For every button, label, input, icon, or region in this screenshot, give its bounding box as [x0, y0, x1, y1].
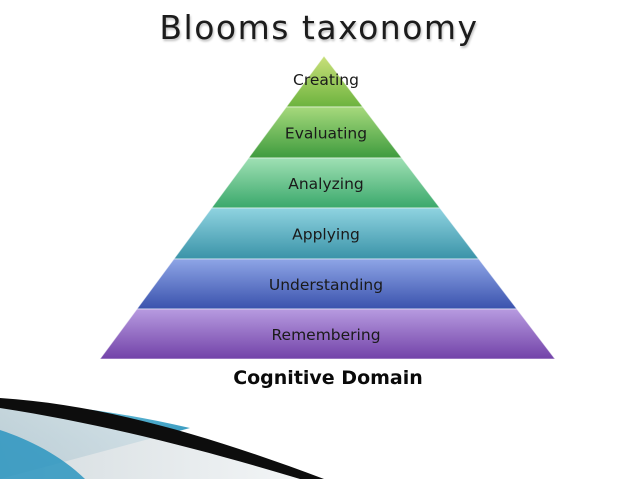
pyramid-label-applying: Applying: [292, 226, 360, 244]
pyramid-label-understanding: Understanding: [269, 276, 383, 294]
dark-swoosh-stroke: [0, 398, 324, 479]
teal-corner-shape: [0, 430, 85, 479]
pyramid-label-evaluating: Evaluating: [285, 125, 367, 143]
pyramid-labels: CreatingEvaluatingAnalyzingApplyingUnder…: [269, 71, 383, 344]
pyramid-layers: [99, 55, 557, 360]
pyramid-label-creating: Creating: [293, 71, 359, 89]
pyramid-label-remembering: Remembering: [271, 326, 380, 344]
pyramid-caption: Cognitive Domain: [233, 367, 423, 389]
decorative-swoosh: [0, 398, 324, 479]
pyramid-label-analyzing: Analyzing: [288, 175, 364, 193]
slide-title: Blooms taxonomy: [159, 8, 479, 47]
pyramid-layer-remembering: [99, 308, 557, 360]
